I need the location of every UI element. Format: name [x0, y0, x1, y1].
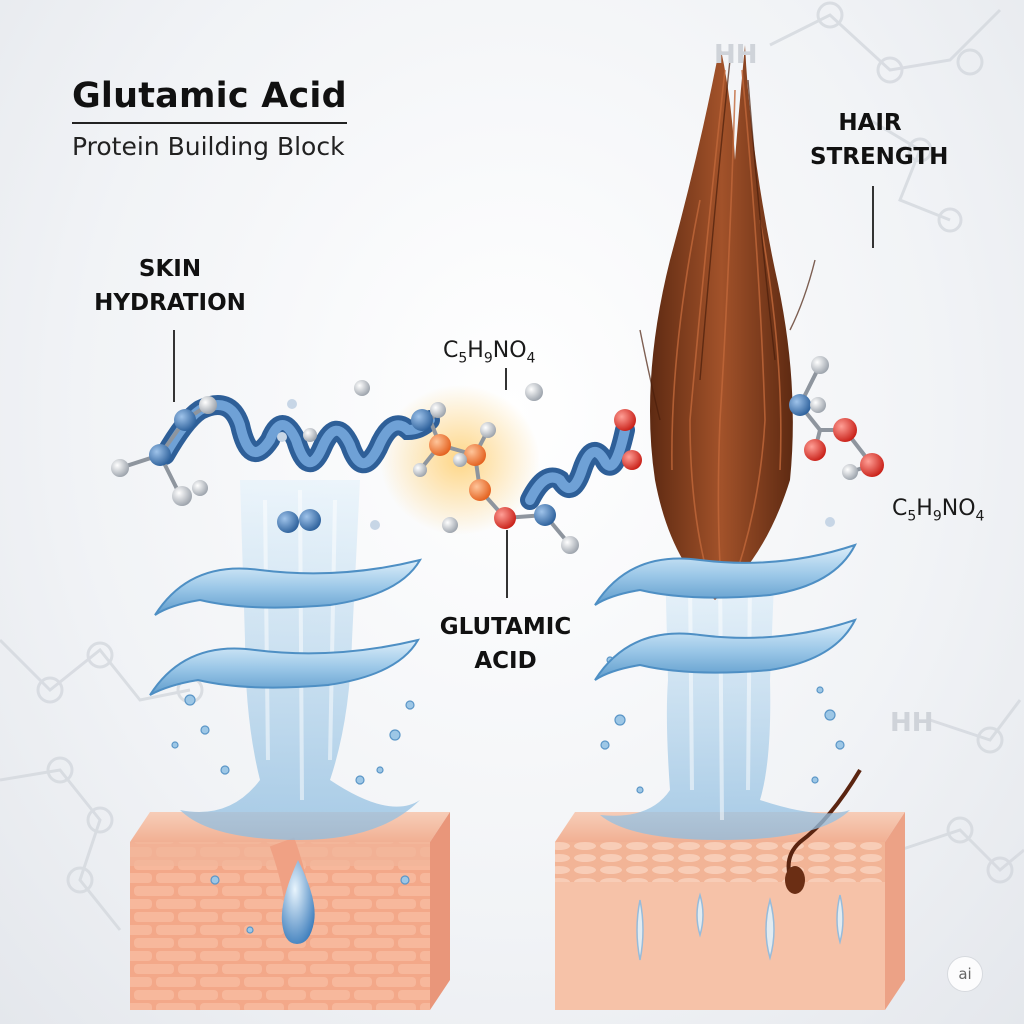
water-waves-left [149, 558, 423, 696]
formula-center-c-count: 5 [458, 350, 468, 367]
label-hair-strength-line2: STRENGTH [810, 144, 949, 170]
leader-glutamic-acid [506, 530, 508, 598]
label-skin-hydration-line2: HYDRATION [94, 290, 246, 316]
formula-center-no: NO [492, 338, 527, 363]
formula-right-c-count: 5 [907, 508, 917, 525]
formula-center-o-count: 4 [526, 350, 536, 367]
label-skin-hydration-line1: SKIN [138, 256, 202, 282]
page-title: Glutamic Acid [72, 76, 347, 124]
formula-center-h-count: 9 [483, 350, 493, 367]
label-skin-hydration: SKIN HYDRATION [90, 252, 250, 320]
leader-skin-hydration [173, 330, 175, 402]
label-glutamic-acid: GLUTAMIC ACID [418, 610, 593, 678]
bg-hh-top: HH [714, 40, 758, 70]
water-drop-left [281, 860, 315, 944]
label-glutamic-acid-line1: GLUTAMIC [439, 614, 572, 640]
ai-badge: ai [948, 957, 982, 991]
skin-block-right [555, 768, 905, 1010]
formula-center-c: C [443, 338, 459, 363]
label-hair-strength-line1: HAIR [838, 110, 902, 136]
formula-right-no: NO [941, 496, 976, 521]
protein-helix [155, 395, 635, 510]
label-glutamic-acid-line2: ACID [474, 648, 537, 674]
formula-center: C5H9NO4 [443, 338, 535, 366]
bg-hh-right: HH [890, 708, 934, 738]
formula-right-h-count: 9 [932, 508, 942, 525]
leader-hair-strength [872, 186, 874, 248]
formula-center-h: H [467, 338, 484, 363]
formula-right-h: H [916, 496, 933, 521]
water-column-right [600, 560, 850, 840]
formula-right-c: C [892, 496, 908, 521]
atoms [111, 356, 884, 554]
formula-right: C5H9NO4 [892, 496, 984, 524]
hair-strand [639, 45, 816, 600]
formula-right-o-count: 4 [975, 508, 985, 525]
water-waves-right [594, 543, 857, 681]
page-subtitle: Protein Building Block [72, 132, 345, 161]
label-hair-strength: HAIR STRENGTH [810, 106, 949, 174]
leader-formula-center [505, 368, 507, 390]
skin-block-left [130, 812, 450, 1010]
